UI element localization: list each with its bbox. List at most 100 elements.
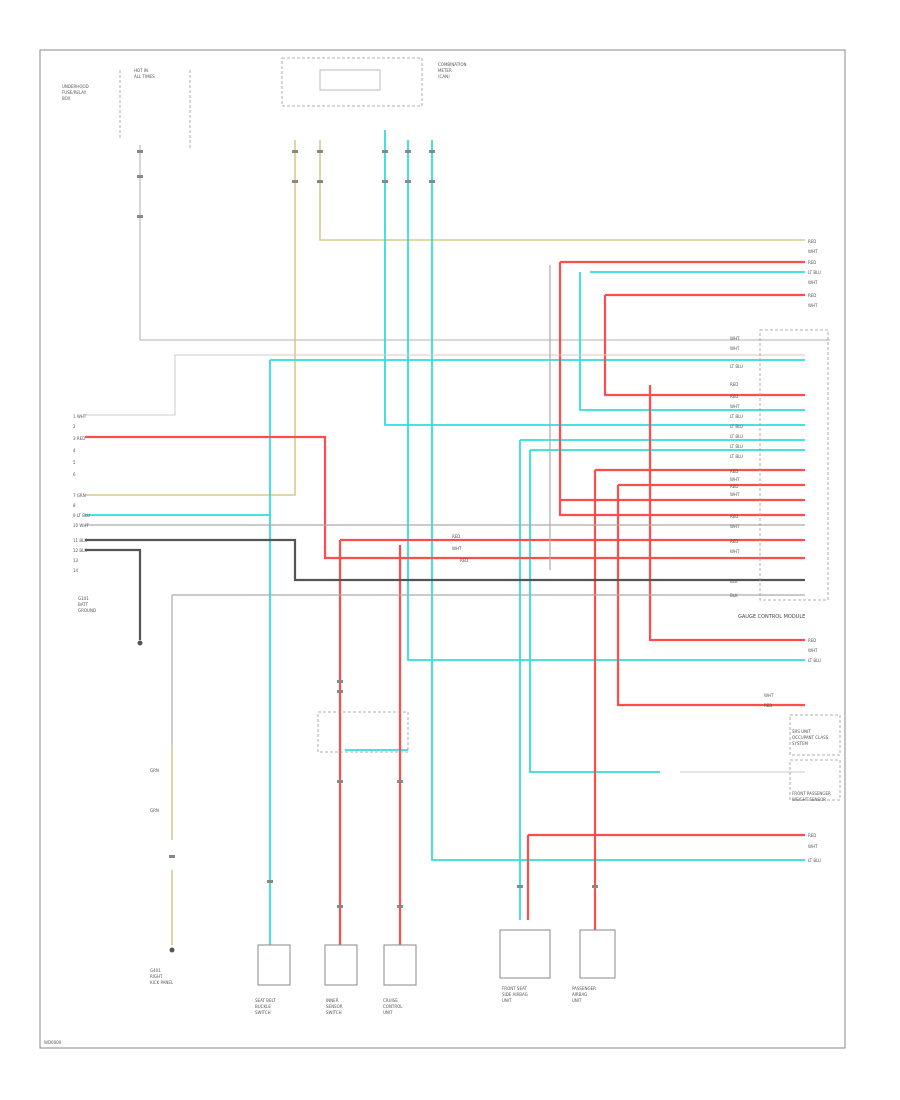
module-label: GAUGE CONTROL MODULE bbox=[738, 614, 805, 620]
right-connector-labels: WHT WHT RED WHT RED LT BLU LT BLU LT BLU… bbox=[730, 336, 743, 598]
connector-markers bbox=[169, 150, 598, 908]
wire-label: WHT bbox=[808, 648, 818, 653]
component-label: ALL TIMES bbox=[134, 74, 155, 79]
wire-label: WHT bbox=[730, 549, 740, 554]
component-label: AIRBAG bbox=[572, 992, 587, 997]
component-label: FUSE/RELAY bbox=[62, 90, 87, 95]
ground-icon bbox=[137, 640, 143, 646]
pin-label: 12 BLK bbox=[73, 548, 87, 553]
component-label: UNIT bbox=[572, 998, 582, 1003]
ground-label: G101 bbox=[78, 596, 89, 601]
bottom-component-4: FRONT SEAT SIDE AIRBAG UNIT bbox=[499, 929, 551, 1003]
wire-label: LT BLU bbox=[808, 858, 821, 863]
pin-label: 6 bbox=[73, 472, 76, 477]
component-label: FRONT PASSENGER bbox=[792, 791, 831, 796]
wire-label: RED bbox=[808, 239, 816, 244]
wire-label: LT BLU bbox=[730, 414, 743, 419]
bottom-component-1: SEAT BELT BUCKLE SWITCH bbox=[255, 944, 291, 1015]
right-bottom-labels: RED WHT LT BLU bbox=[808, 833, 821, 863]
pin-label: 8 bbox=[73, 503, 76, 508]
wire-label: LT BLU bbox=[730, 364, 743, 369]
pin-label: 9 LT BLU bbox=[73, 513, 90, 518]
footer-code: WD0000 bbox=[44, 1040, 62, 1045]
right-top-labels: RED WHT RED LT BLU WHT RED WHT bbox=[808, 239, 821, 308]
wire-label: WHT bbox=[808, 844, 818, 849]
ground-label: GROUND bbox=[78, 608, 96, 613]
wire-label: RED bbox=[730, 514, 738, 519]
pin-label: 14 bbox=[73, 568, 79, 573]
wire-label: LT BLU bbox=[730, 434, 743, 439]
pin-label: 4 bbox=[73, 448, 76, 453]
gauge-module-box bbox=[759, 329, 829, 601]
wire-label: WHT bbox=[808, 303, 818, 308]
wire-label: LT BLU bbox=[808, 658, 821, 663]
wire-label: LT BLU bbox=[730, 444, 743, 449]
ground-label: KICK PANEL bbox=[150, 980, 174, 985]
wire-label: LT BLU bbox=[808, 270, 821, 275]
component-label: CONTROL bbox=[383, 1004, 403, 1009]
pin-label: 11 BLK bbox=[73, 538, 87, 543]
wire-label: WHT bbox=[730, 524, 740, 529]
wire-label: RED bbox=[808, 638, 816, 643]
pin-label: 1 WHT bbox=[73, 414, 87, 419]
component-label: METER bbox=[438, 68, 452, 73]
component-label: INNER bbox=[326, 998, 339, 1003]
component-label: (CAN) bbox=[438, 74, 450, 79]
ground-label: BATT bbox=[78, 602, 89, 607]
component-label: BOX bbox=[62, 96, 71, 101]
wire-label: RED bbox=[808, 260, 816, 265]
component-label: COMBINATION bbox=[438, 62, 467, 67]
wire-label: WHT bbox=[808, 249, 818, 254]
wire-label: RED bbox=[730, 484, 738, 489]
component-label: SWITCH bbox=[326, 1010, 342, 1015]
component-label: OCCUPANT CLASS. bbox=[792, 735, 829, 740]
wire-label: RED bbox=[730, 539, 738, 544]
pin-label: 5 bbox=[73, 460, 76, 465]
wire-label: WHT bbox=[730, 336, 740, 341]
wire-label: WHT bbox=[764, 693, 774, 698]
component-label: SENSOR bbox=[326, 1004, 343, 1009]
component-label: FRONT SEAT bbox=[502, 986, 527, 991]
component-label: SEAT BELT bbox=[255, 998, 276, 1003]
ground-label: RIGHT bbox=[150, 974, 163, 979]
component-label: UNIT bbox=[383, 1010, 393, 1015]
wire-label: RED bbox=[730, 469, 738, 474]
wire-label: RED bbox=[730, 394, 738, 399]
wire-label: RED bbox=[730, 382, 738, 387]
wire-label: WHT bbox=[808, 280, 818, 285]
diagram-frame bbox=[39, 49, 846, 1049]
wire-label: WHT bbox=[452, 546, 462, 551]
wire-label: WHT bbox=[730, 492, 740, 497]
ground-icon bbox=[169, 947, 175, 953]
wire-label: RED bbox=[808, 833, 816, 838]
wire-label: LT BLU bbox=[730, 424, 743, 429]
wire-label: BLK bbox=[730, 579, 738, 584]
wire-label: BLK bbox=[730, 593, 738, 598]
pin-label: 3 RED bbox=[73, 436, 85, 441]
right-mid-labels: RED WHT LT BLU WHT RED bbox=[764, 638, 821, 708]
wire-label: RED bbox=[460, 558, 468, 563]
wire-label: LT BLU bbox=[730, 454, 743, 459]
wire-label: RED bbox=[764, 703, 772, 708]
component-label: SIDE AIRBAG bbox=[502, 992, 528, 997]
pin-label: 2 bbox=[73, 424, 76, 429]
component-label: UNIT bbox=[502, 998, 512, 1003]
pin-label: 7 GRN bbox=[73, 493, 86, 498]
wire-label: RED bbox=[808, 293, 816, 298]
bottom-component-3: CRUISE CONTROL UNIT bbox=[383, 944, 417, 1015]
component-label: UNDERHOOD bbox=[62, 84, 89, 89]
pin-label: 10 WHT bbox=[73, 523, 89, 528]
component-label: CRUISE bbox=[383, 998, 398, 1003]
bottom-component-5: PASSENGER AIRBAG UNIT bbox=[572, 929, 616, 1003]
component-label: SWITCH bbox=[255, 1010, 271, 1015]
component-label: PASSENGER bbox=[572, 986, 596, 991]
pin-label: 13 bbox=[73, 558, 79, 563]
wire-label: WHT bbox=[730, 404, 740, 409]
component-label: WEIGHT SENSOR bbox=[792, 797, 826, 802]
wire-label: RED bbox=[452, 534, 460, 539]
component-label: SYSTEM bbox=[792, 741, 808, 746]
component-label: SRS UNIT bbox=[792, 729, 811, 734]
bottom-component-2: INNER SENSOR SWITCH bbox=[324, 944, 358, 1015]
component-label: HOT IN bbox=[134, 68, 148, 73]
